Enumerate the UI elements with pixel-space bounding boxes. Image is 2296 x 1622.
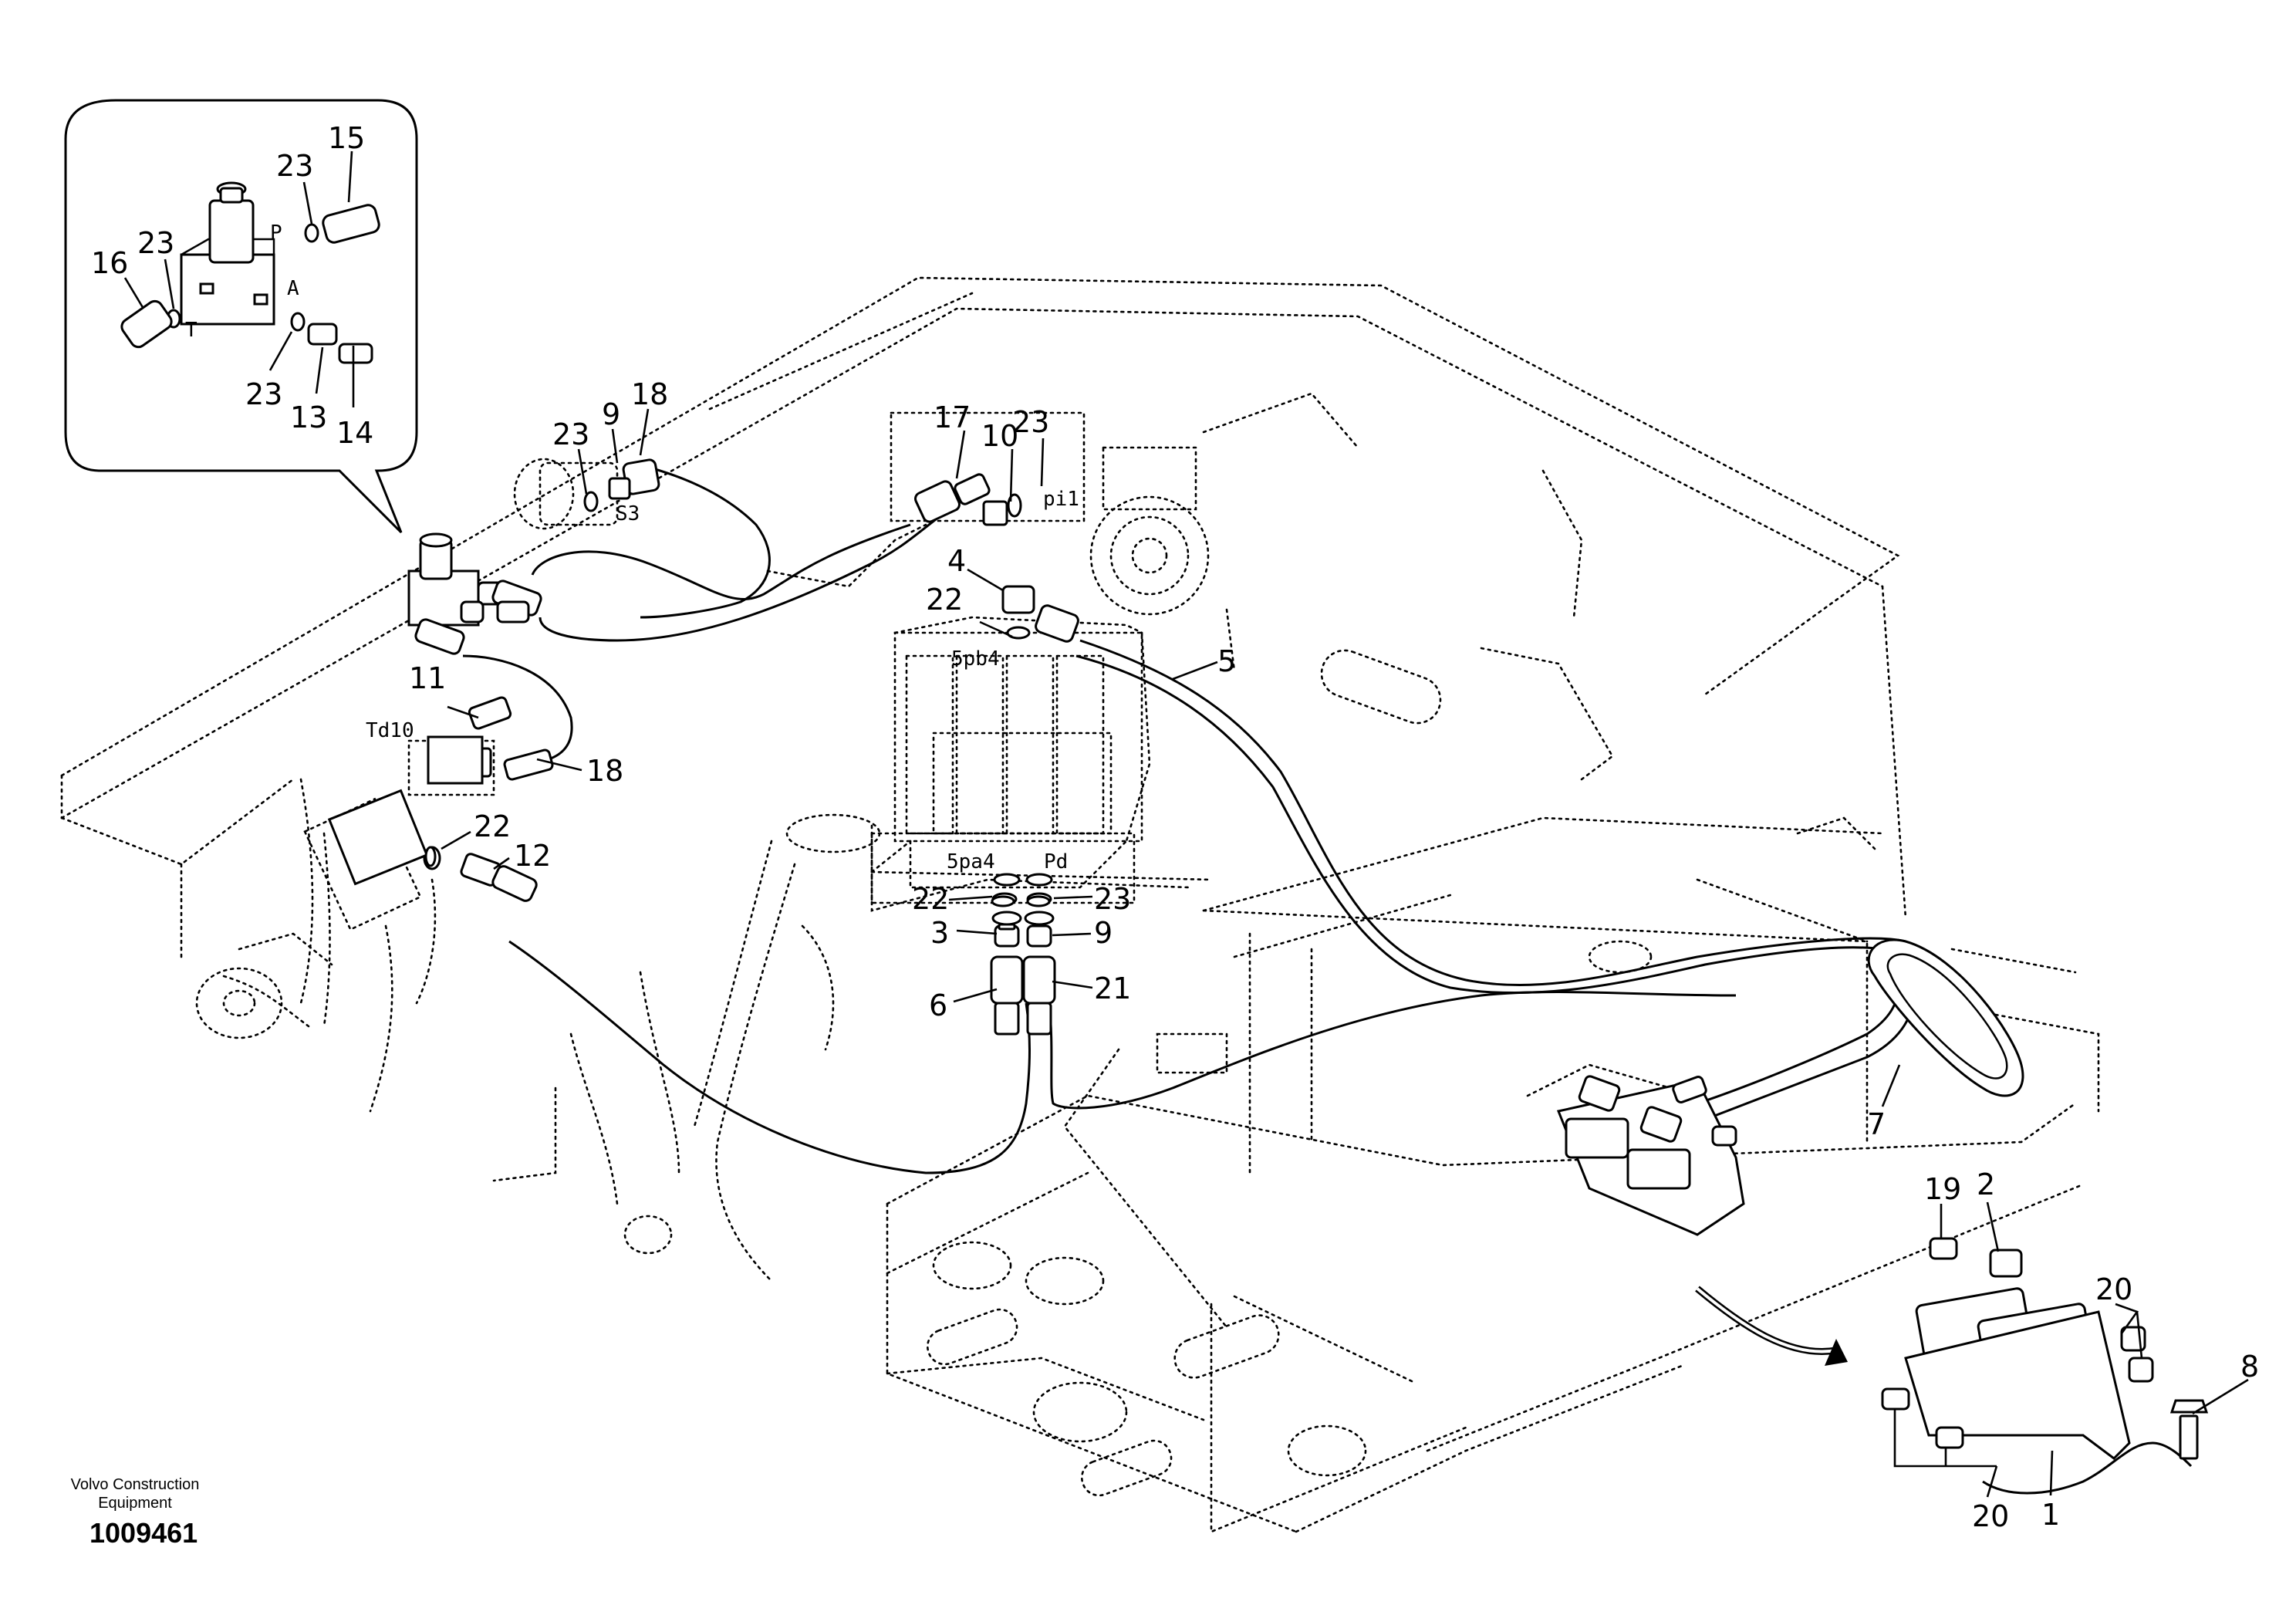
callout-15: 15 [328,121,365,155]
brand-line-1: Volvo Construction [70,1476,200,1493]
hose-fittings [423,458,1079,1036]
port-code-S3: S3 [616,502,640,525]
callout-14: 14 [336,416,373,450]
callout-23: 23 [276,149,313,183]
callout-9: 9 [602,397,620,431]
callout-21: 21 [1094,972,1131,1005]
callout-22: 22 [912,882,949,916]
callout-8: 8 [2240,1350,2259,1384]
callout-19: 19 [1924,1172,1961,1206]
brand-line-2: Equipment [98,1495,172,1512]
hose-lines [462,461,2193,1495]
port-code-A: A [287,277,299,300]
port-code-pi1: pi1 [1043,488,1079,511]
callout-5: 5 [1217,644,1236,678]
hose-clamp [1867,938,2024,1097]
solenoid-bracket-assembly [1556,1075,2209,1460]
leader-lines [123,150,2249,1498]
callout-20: 20 [2095,1272,2132,1306]
callout-13: 13 [290,400,327,434]
control-valve-assembly [870,616,1151,889]
port-code-Pd: Pd [1044,850,1068,874]
o-ring-seals [424,846,1051,907]
brand-caption: Volvo Construction Equipment [54,1475,216,1512]
callout-22: 22 [474,809,511,843]
callout-16: 16 [91,246,128,280]
callout-4: 4 [947,544,966,578]
port-code-P: P [270,221,282,245]
callout-9: 9 [1094,916,1113,950]
port-code-T: T [185,319,198,342]
port-code-5pb4: 5pb4 [951,647,1000,671]
callout-3: 3 [930,916,949,950]
callout-17: 17 [934,400,971,434]
port-code-labels: P A T S3 pi1 5pb4 Td10 5pa4 Pd [185,221,1079,874]
callout-23: 23 [1012,405,1049,439]
callout-23: 23 [137,226,174,260]
callout-23: 23 [1094,882,1131,916]
callout-18: 18 [631,377,668,411]
callout-20: 20 [1972,1499,2009,1533]
callout-7: 7 [1867,1107,1886,1141]
callout-12: 12 [514,839,551,873]
document-number: 1009461 [89,1517,198,1549]
callout-6: 6 [929,988,947,1022]
callout-23: 23 [245,377,282,411]
port-code-5pa4: 5pa4 [947,850,995,874]
callout-23: 23 [552,417,589,451]
callout-10: 10 [981,419,1018,453]
callout-2: 2 [1977,1168,1995,1201]
callout-11: 11 [409,661,446,695]
callout-22: 22 [926,583,963,617]
callout-numbers: 15 23 23 16 23 13 14 23 9 18 17 10 23 4 … [91,121,2259,1533]
inset-detail-box [64,99,418,534]
callout-1: 1 [2041,1498,2060,1532]
callout-18: 18 [586,754,623,788]
shuttle-valve-block [327,532,542,886]
port-code-Td10: Td10 [366,719,414,742]
